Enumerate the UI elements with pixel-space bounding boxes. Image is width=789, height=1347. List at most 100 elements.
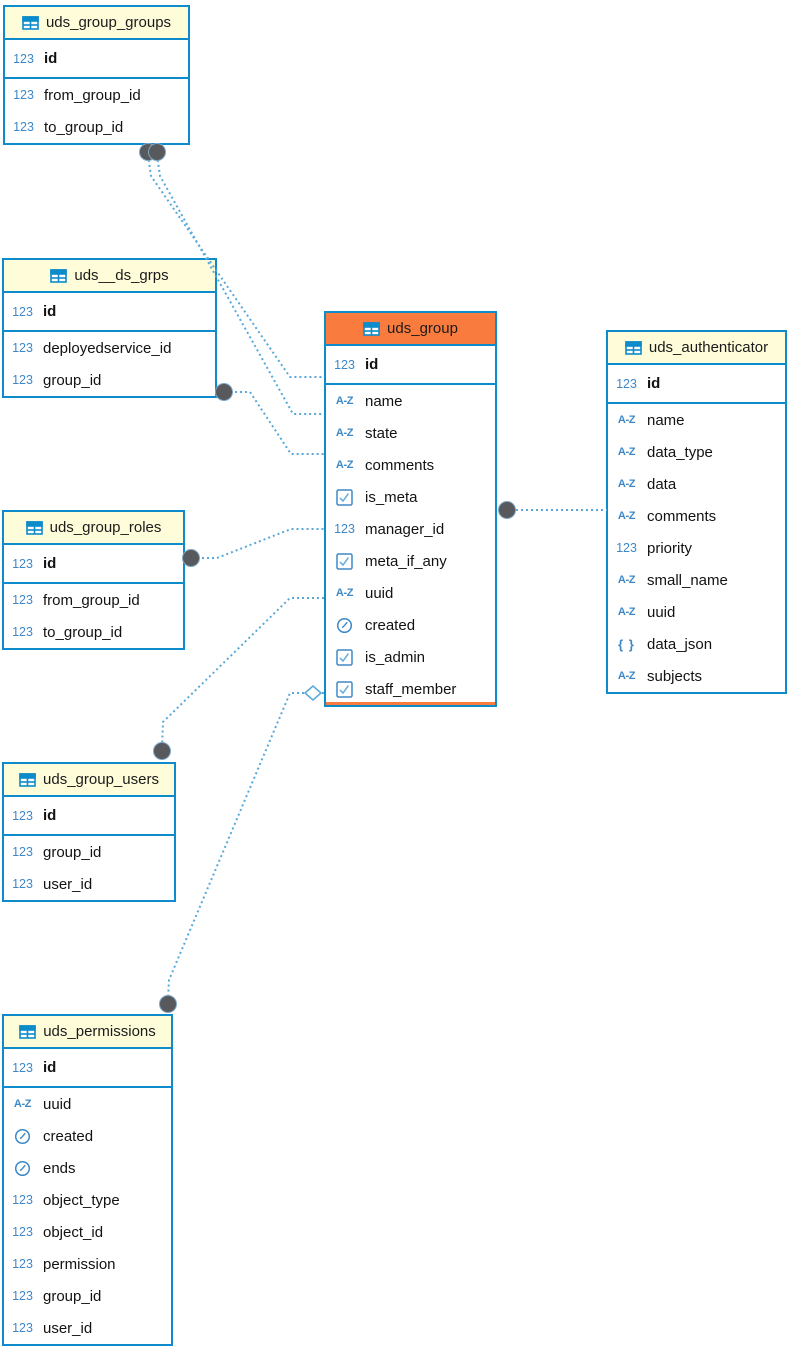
entity-title: uds_permissions xyxy=(43,1023,156,1040)
entity-header[interactable]: uds_group xyxy=(326,313,495,346)
column-name: group_id xyxy=(43,371,102,389)
entity-title: uds_authenticator xyxy=(648,339,769,356)
entity-header[interactable]: uds_group_roles xyxy=(4,512,183,545)
column-object_id[interactable]: 123 object_id xyxy=(4,1216,171,1248)
column-name: comments xyxy=(365,456,435,474)
column-created[interactable]: created xyxy=(326,609,495,641)
column-name: id xyxy=(44,50,58,67)
column-deployedservice_id[interactable]: 123 deployedservice_id xyxy=(4,332,215,364)
column-staff_member[interactable]: staff_member xyxy=(326,673,495,705)
column-uuid[interactable]: A-Z uuid xyxy=(608,596,785,628)
column-ends[interactable]: ends xyxy=(4,1152,171,1184)
numeric-type-icon: 123 xyxy=(12,1225,33,1239)
numeric-type-icon: 123 xyxy=(12,877,33,891)
column-name[interactable]: A-Z name xyxy=(326,385,495,417)
string-type-icon: A-Z xyxy=(617,478,636,490)
relationship-line-uds_permissions-uds_group[interactable] xyxy=(167,692,324,1000)
string-type-icon: A-Z xyxy=(617,574,636,586)
column-name: uuid xyxy=(647,603,676,621)
column-created[interactable]: created xyxy=(4,1120,171,1152)
column-to_group_id[interactable]: 123 to_group_id xyxy=(5,111,188,143)
boolean-checkbox-icon xyxy=(331,648,358,666)
numeric-type-icon: 123 xyxy=(12,1257,33,1271)
fk-circle-endpoint-uds_group_groups xyxy=(148,143,166,161)
entity-header[interactable]: uds__ds_grps xyxy=(4,260,215,293)
column-is_admin[interactable]: is_admin xyxy=(326,641,495,673)
table-icon xyxy=(50,268,68,283)
string-type-icon: A-Z xyxy=(335,587,354,599)
fk-circle-endpoint-uds_group xyxy=(498,501,516,519)
column-name: is_meta xyxy=(365,488,418,506)
entity-header[interactable]: uds_permissions xyxy=(4,1016,171,1049)
column-name: name xyxy=(365,392,403,410)
numeric-type-icon: 123 xyxy=(12,593,33,607)
entity-header[interactable]: uds_authenticator xyxy=(608,332,785,365)
column-name: manager_id xyxy=(365,520,445,538)
column-permission[interactable]: 123 permission xyxy=(4,1248,171,1280)
column-is_meta[interactable]: is_meta xyxy=(326,481,495,513)
entity-header[interactable]: uds_group_users xyxy=(4,764,174,797)
string-type-icon: A-Z xyxy=(617,606,636,618)
string-type-icon: A-Z xyxy=(617,414,636,426)
column-name: staff_member xyxy=(365,680,457,698)
string-type-icon: A-Z xyxy=(335,395,354,407)
fk-circle-endpoint-uds_group_roles xyxy=(182,549,200,567)
column-name: permission xyxy=(43,1255,116,1273)
relationship-line-uds_group_roles-uds_group[interactable] xyxy=(197,528,324,559)
numeric-type-icon: 123 xyxy=(12,625,33,639)
numeric-type-icon: 123 xyxy=(13,51,34,66)
column-data_json[interactable]: { }data_json xyxy=(608,628,785,660)
column-name: state xyxy=(365,424,398,442)
column-meta_if_any[interactable]: meta_if_any xyxy=(326,545,495,577)
column-name: deployedservice_id xyxy=(43,339,172,357)
numeric-type-icon: 123 xyxy=(12,1060,33,1075)
relationship-line-uds__ds_grps-uds_group[interactable] xyxy=(230,391,324,455)
pk-column-id[interactable]: 123 id xyxy=(5,40,188,79)
numeric-type-icon: 123 xyxy=(616,541,637,555)
entity-header[interactable]: uds_group_groups xyxy=(5,7,188,40)
relationship-line-uds_group_users-uds_group[interactable] xyxy=(161,597,324,748)
numeric-type-icon: 123 xyxy=(12,341,33,355)
column-name: to_group_id xyxy=(44,118,124,136)
column-name: id xyxy=(43,807,57,824)
column-name: object_id xyxy=(43,1223,104,1241)
column-name: id xyxy=(43,303,57,320)
numeric-type-icon: 123 xyxy=(13,120,34,134)
boolean-checkbox-icon xyxy=(331,488,358,506)
